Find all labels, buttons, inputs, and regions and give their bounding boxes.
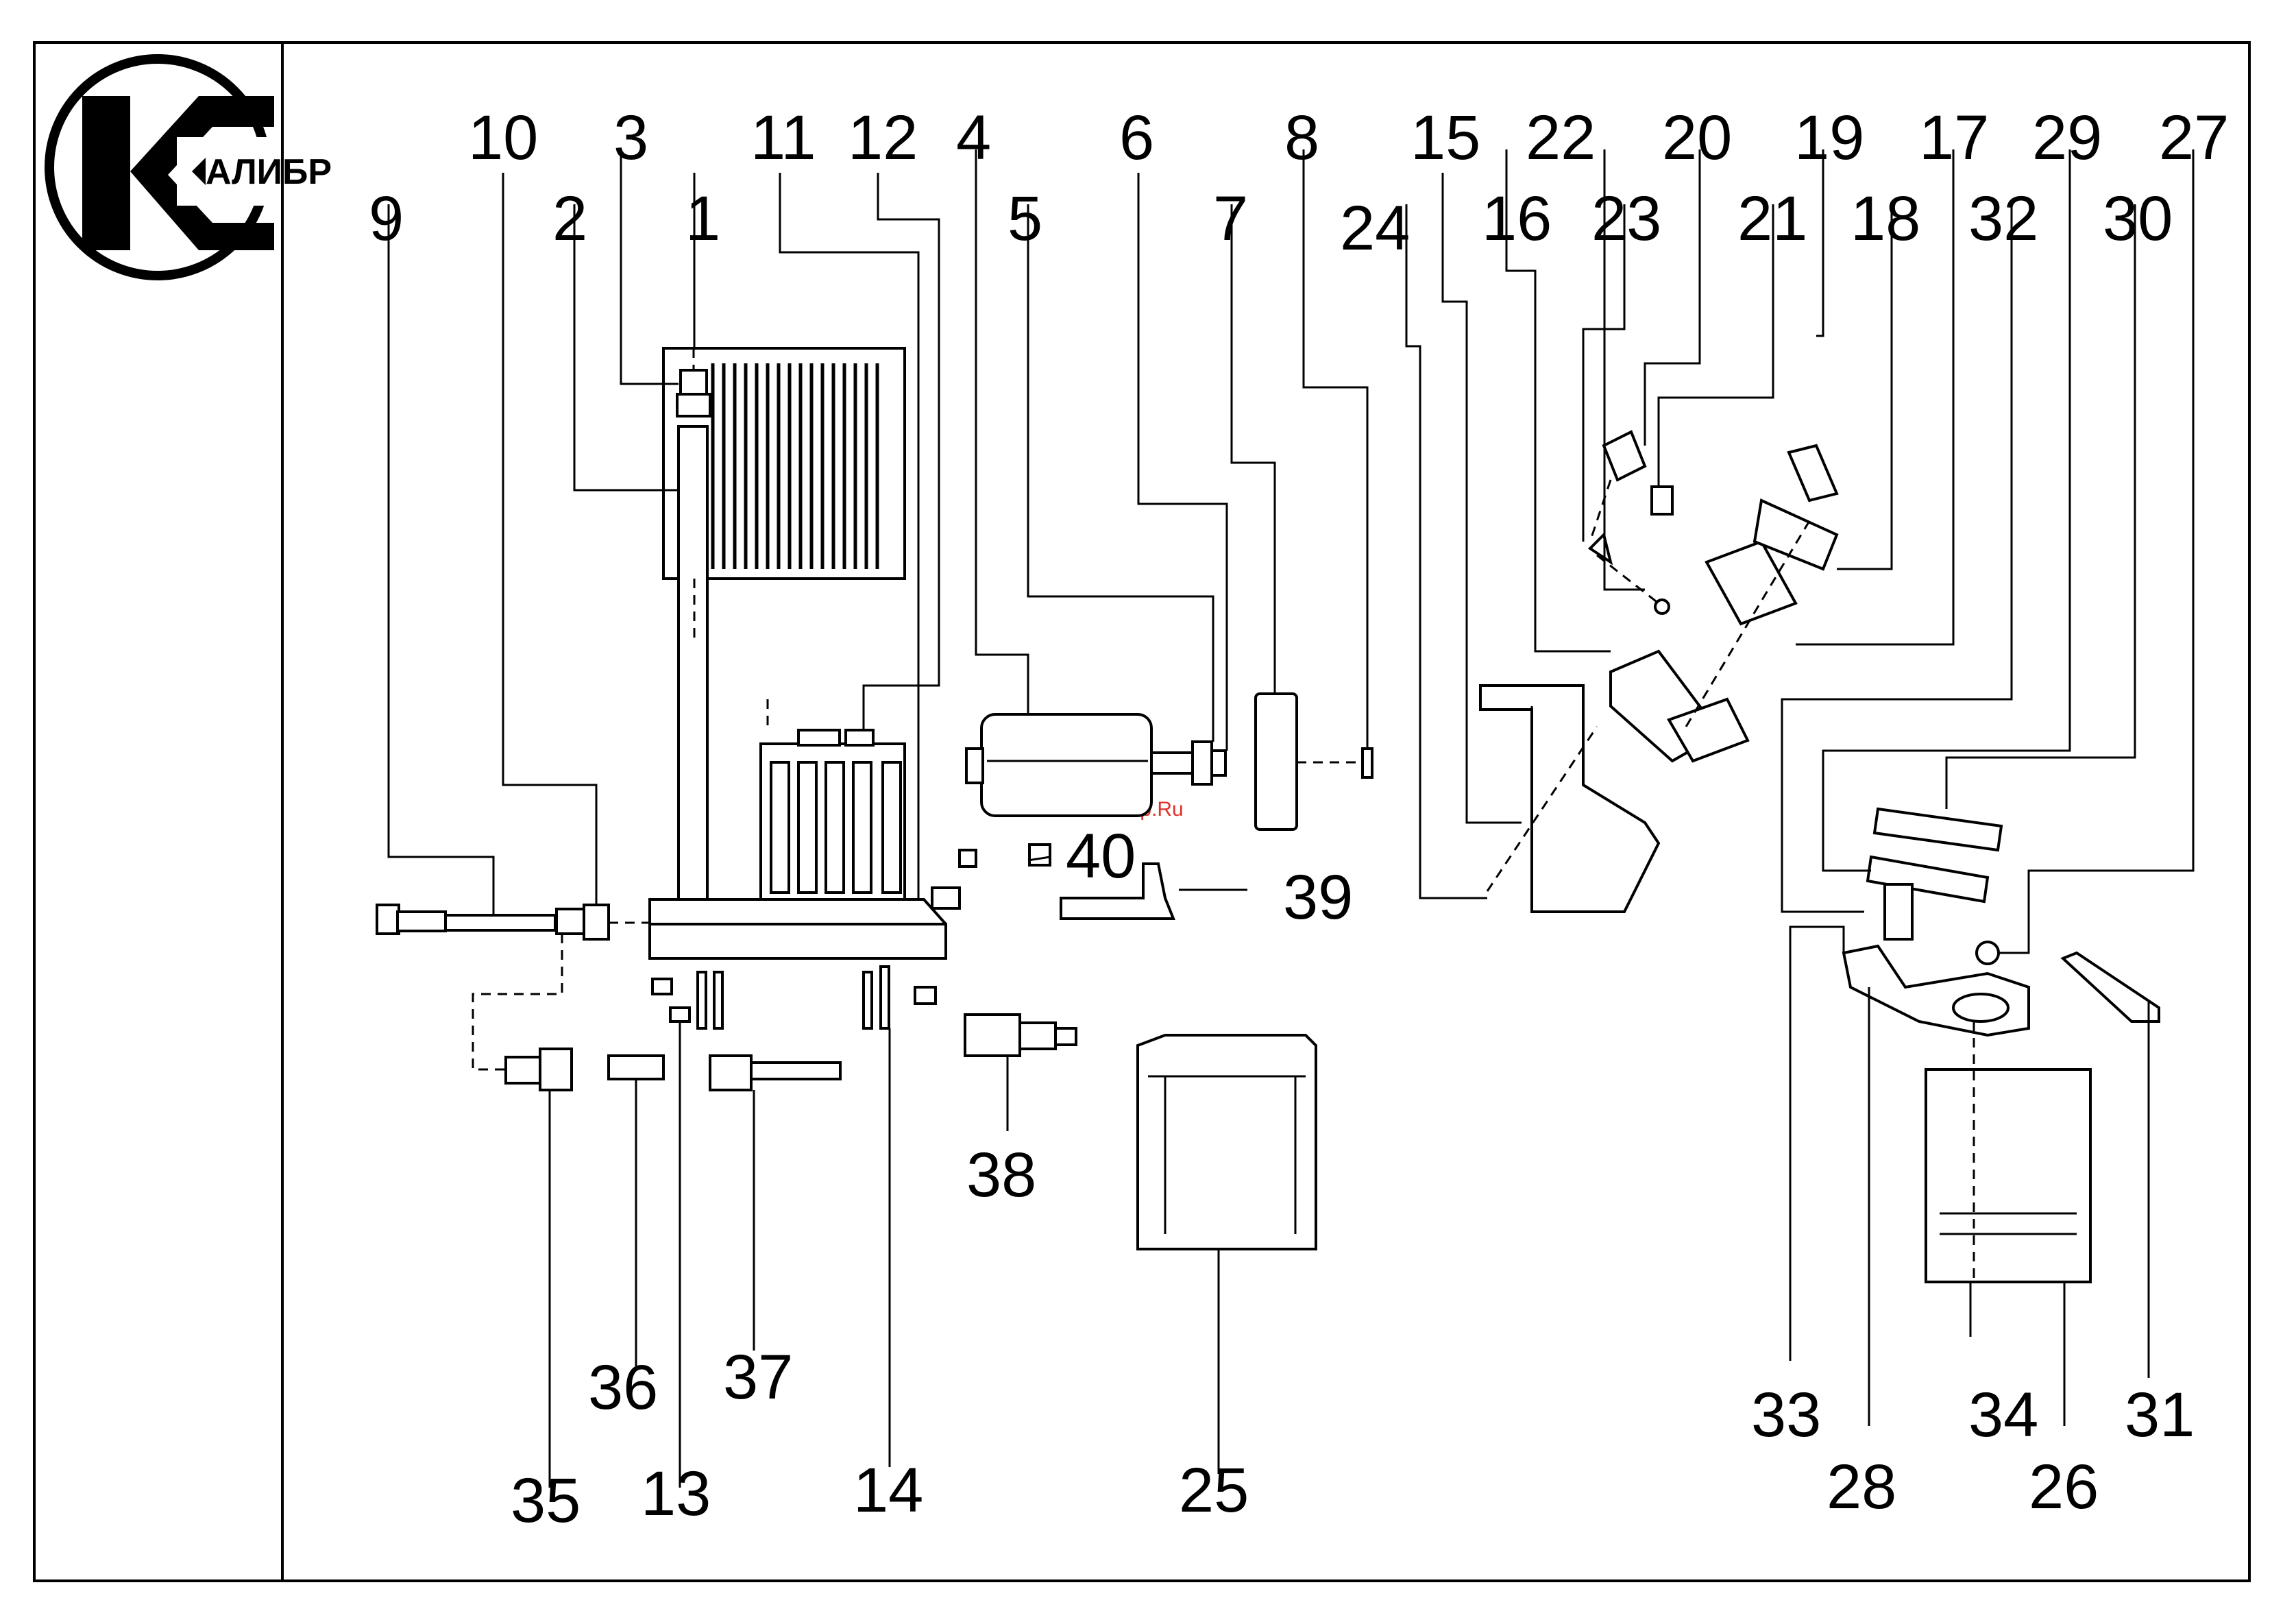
- callout-13: 13: [641, 1459, 711, 1529]
- callout-37: 37: [723, 1342, 793, 1412]
- part-3-fastener: [677, 370, 710, 416]
- callout-32: 32: [1968, 184, 2038, 254]
- callout-26: 26: [2029, 1452, 2099, 1522]
- part-30-knob: [1977, 942, 1999, 964]
- callout-30: 30: [2103, 184, 2173, 254]
- callout-34: 34: [1968, 1380, 2038, 1450]
- part-21-cap: [1652, 487, 1672, 514]
- callout-2: 2: [552, 184, 587, 254]
- part-13-feet: [652, 979, 672, 994]
- part-25-container: [1138, 1035, 1316, 1249]
- callout-27: 27: [2159, 103, 2229, 173]
- part-20-knob: [1604, 432, 1645, 480]
- callout-15: 15: [1410, 103, 1480, 173]
- callout-17: 17: [1919, 103, 1989, 173]
- callout-10: 10: [468, 103, 538, 173]
- part-22-ball: [1655, 600, 1669, 614]
- part-37-connector: [710, 1056, 840, 1090]
- callout-33: 33: [1751, 1380, 1821, 1450]
- callout-24: 24: [1340, 193, 1410, 263]
- callout-29: 29: [2032, 103, 2102, 173]
- callout-5: 5: [1007, 184, 1042, 254]
- callout-39: 39: [1283, 862, 1353, 932]
- part-35-switch: [506, 1049, 572, 1090]
- callout-38: 38: [966, 1140, 1036, 1210]
- callout-21: 21: [1737, 184, 1807, 254]
- callout-9: 9: [369, 184, 404, 254]
- callout-7: 7: [1213, 184, 1248, 254]
- callout-23: 23: [1591, 184, 1661, 254]
- callout-19: 19: [1794, 103, 1864, 173]
- callout-28: 28: [1827, 1452, 1896, 1522]
- callout-25: 25: [1179, 1455, 1249, 1525]
- part-14-screw: [864, 972, 872, 1028]
- part-6-coupler: [1193, 742, 1225, 784]
- callout-22: 22: [1526, 103, 1596, 173]
- part-26-collector: [1926, 1069, 2090, 1282]
- callout-20: 20: [1662, 103, 1732, 173]
- part-29-handle: [1868, 809, 2001, 939]
- callout-36: 36: [588, 1353, 658, 1423]
- part-19-spring: [1789, 446, 1837, 500]
- callout-35: 35: [511, 1466, 581, 1536]
- callout-18: 18: [1851, 184, 1920, 254]
- part-31-lever: [2063, 953, 2159, 1021]
- callout-11: 11: [750, 103, 816, 173]
- callout-16: 16: [1482, 184, 1552, 254]
- callout-40: 40: [1066, 821, 1136, 891]
- callout-6: 6: [1119, 103, 1154, 173]
- part-28-cam: [1844, 946, 2029, 1035]
- part-10-grommet: [557, 905, 609, 939]
- callout-14: 14: [853, 1455, 923, 1525]
- brand-logo: АЛИБР: [49, 59, 332, 276]
- callout-12: 12: [848, 103, 918, 173]
- part-36-sleeve: [609, 1056, 663, 1079]
- logo-text: АЛИБР: [206, 152, 332, 192]
- callout-8: 8: [1284, 103, 1319, 173]
- callout-1: 1: [685, 184, 720, 254]
- callout-3: 3: [613, 103, 648, 173]
- part-9-power-plug: [377, 905, 555, 934]
- callout-4: 4: [956, 103, 991, 173]
- part-8-screw: [1363, 749, 1372, 777]
- part-16-blade-holder: [1611, 651, 1748, 761]
- part-40-nut: [1029, 845, 1050, 865]
- part-38-switch-block: [965, 1015, 1076, 1056]
- callout-31: 31: [2125, 1380, 2195, 1450]
- part-7-disc: [1256, 694, 1297, 830]
